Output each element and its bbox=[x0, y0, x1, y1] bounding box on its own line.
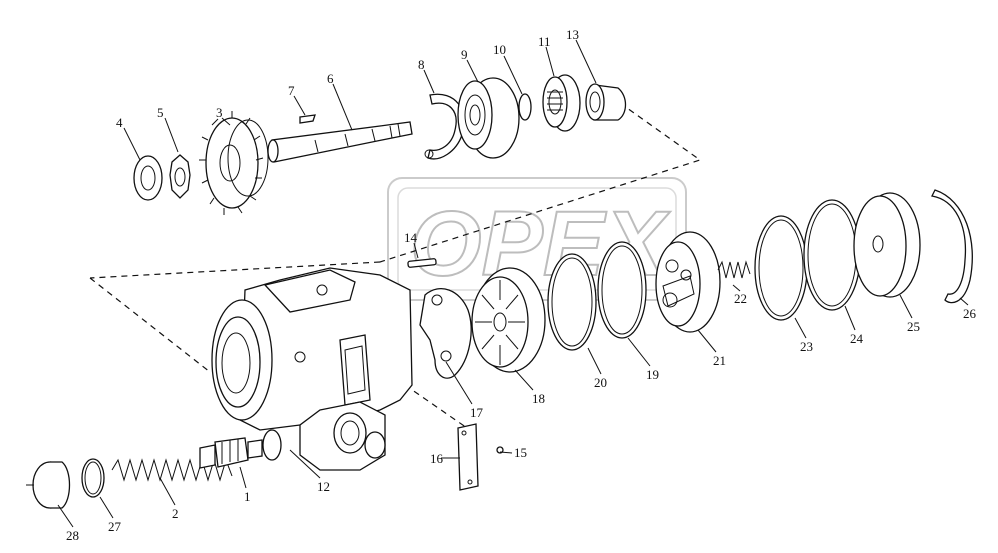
label-21: 21 bbox=[713, 353, 726, 368]
part-10-retaining-ring bbox=[518, 93, 532, 121]
part-23-o-ring bbox=[754, 215, 808, 321]
leader-lines bbox=[57, 39, 969, 528]
label-24: 24 bbox=[850, 331, 864, 346]
label-4: 4 bbox=[116, 115, 123, 130]
part-17-cam-ring bbox=[419, 288, 472, 379]
part-9-bearing bbox=[457, 77, 520, 159]
part-16-nameplate bbox=[457, 423, 479, 491]
label-20: 20 bbox=[594, 375, 607, 390]
label-13: 13 bbox=[566, 27, 579, 42]
part-13-bushing bbox=[585, 83, 627, 121]
part-22-spring bbox=[717, 260, 751, 279]
label-12: 12 bbox=[317, 479, 330, 494]
part-28-plug bbox=[26, 461, 71, 509]
label-7: 7 bbox=[288, 83, 295, 98]
part-18-rotor bbox=[471, 267, 546, 373]
label-22: 22 bbox=[734, 291, 747, 306]
part-number-labels: 4 5 3 7 6 8 9 10 11 13 14 16 15 17 18 20… bbox=[66, 27, 977, 543]
part-3-gear bbox=[199, 111, 269, 215]
part-1-valve bbox=[199, 437, 263, 469]
part-11-needle-bearing bbox=[542, 74, 581, 132]
part-14-pin bbox=[407, 258, 437, 268]
label-23: 23 bbox=[800, 339, 813, 354]
label-15: 15 bbox=[514, 445, 527, 460]
part-15-rivet bbox=[496, 446, 504, 454]
label-14: 14 bbox=[404, 230, 418, 245]
label-26: 26 bbox=[963, 306, 977, 321]
part-24-o-ring bbox=[803, 199, 861, 311]
label-18: 18 bbox=[532, 391, 545, 406]
label-5: 5 bbox=[157, 105, 164, 120]
part-21-pressure-plate bbox=[655, 231, 721, 333]
label-19: 19 bbox=[646, 367, 659, 382]
label-3: 3 bbox=[216, 105, 223, 120]
label-9: 9 bbox=[461, 47, 468, 62]
label-2: 2 bbox=[172, 506, 179, 521]
assembly-guide-lines bbox=[89, 102, 702, 431]
part-27-seal-ring bbox=[81, 458, 105, 498]
part-19-o-ring bbox=[597, 241, 647, 339]
part-20-o-ring bbox=[547, 253, 597, 351]
main-housing bbox=[211, 267, 413, 471]
part-26-snap-ring bbox=[931, 189, 973, 304]
label-25: 25 bbox=[907, 319, 920, 334]
label-27: 27 bbox=[108, 519, 122, 534]
label-1: 1 bbox=[244, 489, 251, 504]
part-7-key bbox=[299, 114, 316, 124]
part-25-end-cover bbox=[853, 192, 921, 298]
part-6-input-shaft bbox=[267, 121, 413, 163]
label-16: 16 bbox=[430, 451, 444, 466]
label-11: 11 bbox=[538, 34, 551, 49]
part-4-nut bbox=[133, 155, 163, 201]
label-8: 8 bbox=[418, 57, 425, 72]
part-5-lock-washer bbox=[169, 154, 191, 199]
label-10: 10 bbox=[493, 42, 506, 57]
label-6: 6 bbox=[327, 71, 334, 86]
label-17: 17 bbox=[470, 405, 484, 420]
label-28: 28 bbox=[66, 528, 79, 543]
part-2-spring bbox=[111, 458, 233, 482]
